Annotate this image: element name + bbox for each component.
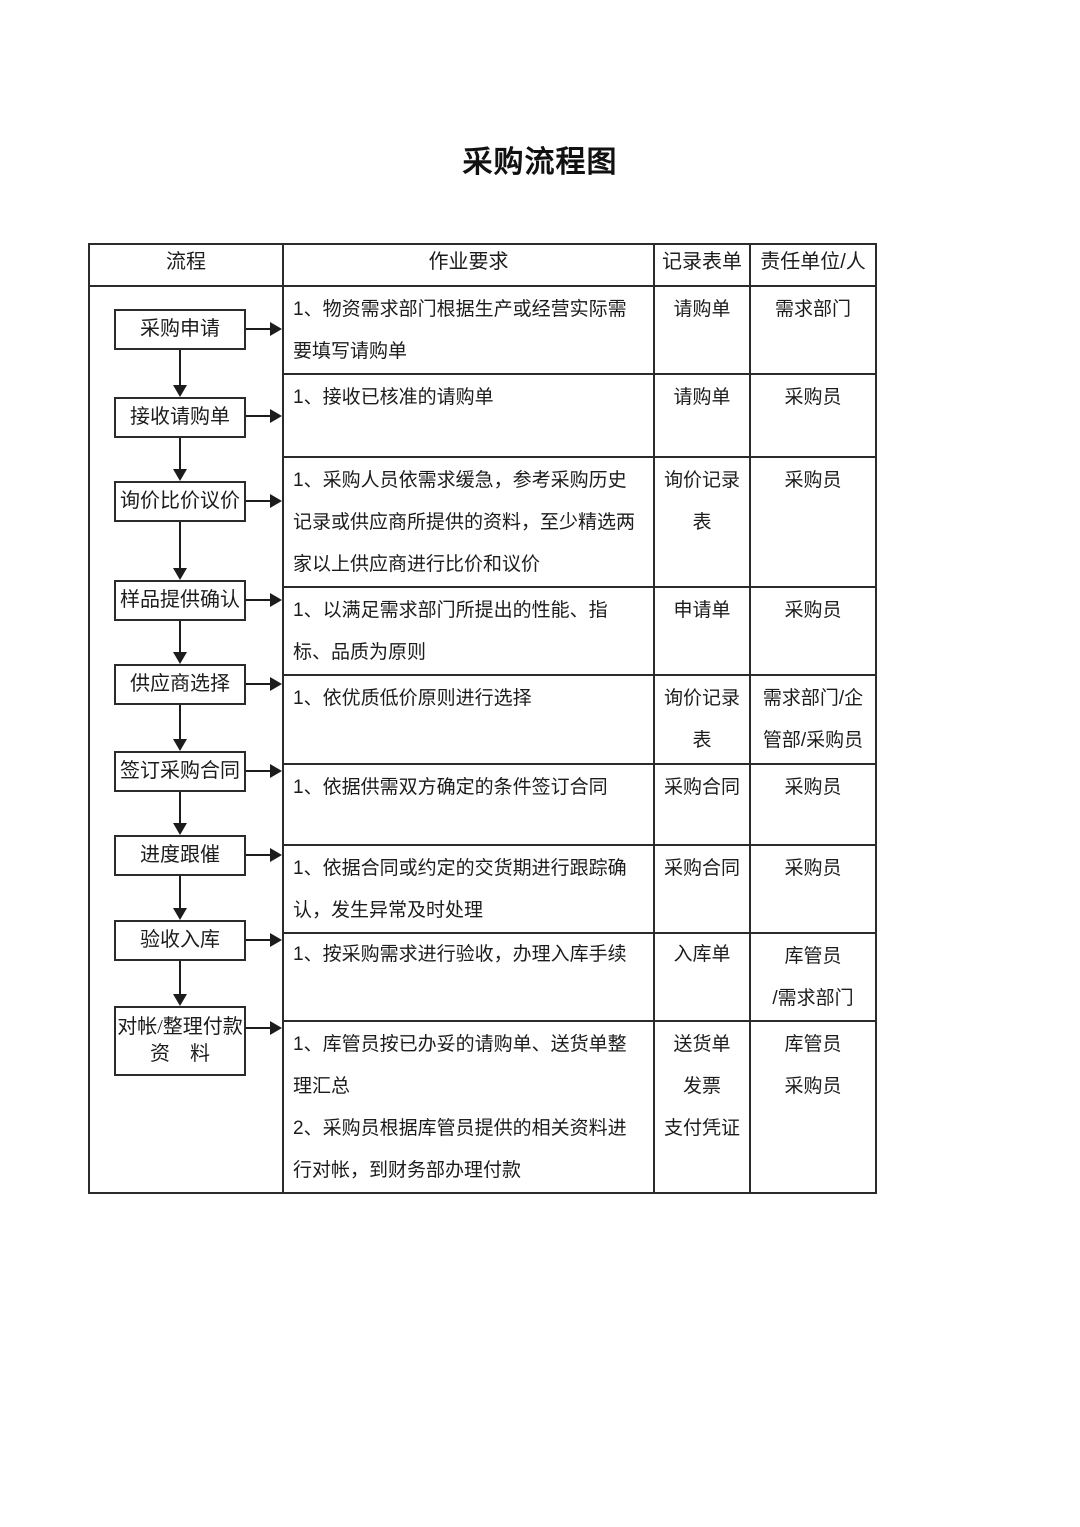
arrow-right-icon [246,848,282,862]
flow-step-box: 样品提供确认 [114,580,246,621]
table-row: 1、库管员按已办妥的请购单、送货单整理汇总 2、采购员根据库管员提供的相关资料进… [89,1020,877,1194]
arrow-right-icon [246,322,282,336]
flow-step-box: 采购申请 [114,309,246,350]
flow-step-box: 进度跟催 [114,835,246,876]
table-row: 1、依据供需双方确定的条件签订合同 采购合同 采购员 [89,763,877,846]
arrow-right-icon [246,593,282,607]
arrow-right-icon [246,409,282,423]
column-header-record: 记录表单 [653,243,751,287]
responsible-cell: 库管员 采购员 [749,1020,877,1194]
arrow-down-icon [173,876,187,920]
arrow-right-icon [246,677,282,691]
record-cell: 入库单 [653,932,751,1022]
column-header-responsible: 责任单位/人 [749,243,877,287]
requirement-cell: 1、依据供需双方确定的条件签订合同 [282,763,655,846]
column-header-requirement: 作业要求 [282,243,655,287]
record-cell: 采购合同 [653,844,751,934]
responsible-cell: 需求部门 [749,285,877,375]
table-row: 1、按采购需求进行验收，办理入库手续 入库单 库管员 /需求部门 [89,932,877,1022]
table-row: 采购申请 接收请购单 询价比价议价 样品提供确认 供应商选择 签订采购合同 进度… [88,285,877,1194]
arrow-down-icon [173,438,187,481]
responsible-cell: 库管员 /需求部门 [749,932,877,1022]
arrow-down-icon [173,621,187,664]
requirement-cell: 1、接收已核准的请购单 [282,373,655,458]
table-row: 1、以满足需求部门所提出的性能、指标、品质为原则 申请单 采购员 [89,586,877,676]
record-cell: 询价记录表 [653,456,751,588]
arrow-right-icon [246,1021,282,1035]
arrow-down-icon [173,350,187,397]
flow-step-box: 对帐/整理付款 资 料 [114,1006,246,1076]
requirement-cell: 1、物资需求部门根据生产或经营实际需要填写请购单 [282,285,655,375]
responsible-cell: 采购员 [749,456,877,588]
record-cell: 请购单 [653,285,751,375]
arrow-down-icon [173,792,187,835]
requirement-cell: 1、库管员按已办妥的请购单、送货单整理汇总 2、采购员根据库管员提供的相关资料进… [282,1020,655,1194]
arrow-down-icon [173,961,187,1006]
arrow-right-icon [246,764,282,778]
header-row: 流程 作业要求 记录表单 责任单位/人 [88,243,877,287]
requirement-cell: 1、采购人员依需求缓急，参考采购历史记录或供应商所提供的资料，至少精选两家以上供… [282,456,655,588]
record-cell: 申请单 [653,586,751,676]
record-cell: 送货单 发票 支付凭证 [653,1020,751,1194]
flowchart-cell: 采购申请 接收请购单 询价比价议价 样品提供确认 供应商选择 签订采购合同 进度… [88,285,284,1194]
flow-step-box: 验收入库 [114,920,246,961]
flow-step-box: 签订采购合同 [114,751,246,792]
responsible-cell: 采购员 [749,763,877,846]
table-row: 1、依优质低价原则进行选择 询价记录表 需求部门/企管部/采购员 [89,674,877,765]
responsible-cell: 采购员 [749,373,877,458]
arrow-right-icon [246,933,282,947]
record-cell: 询价记录表 [653,674,751,765]
responsible-cell: 采购员 [749,586,877,676]
page-title: 采购流程图 [462,146,618,179]
responsible-cell: 需求部门/企管部/采购员 [749,674,877,765]
responsible-cell: 采购员 [749,844,877,934]
requirement-cell: 1、以满足需求部门所提出的性能、指标、品质为原则 [282,586,655,676]
arrow-right-icon [246,494,282,508]
flow-step-box: 供应商选择 [114,664,246,705]
requirement-cell: 1、按采购需求进行验收，办理入库手续 [282,932,655,1022]
record-cell: 请购单 [653,373,751,458]
flow-step-box: 询价比价议价 [114,481,246,522]
table-row: 1、接收已核准的请购单 请购单 采购员 [89,373,877,458]
procurement-table: 流程 作业要求 记录表单 责任单位/人 采购申请 接收请购单 询价比价议价 样品… [88,243,877,1194]
record-cell: 采购合同 [653,763,751,846]
table-row: 1、采购人员依需求缓急，参考采购历史记录或供应商所提供的资料，至少精选两家以上供… [89,456,877,588]
table-row: 1、依据合同或约定的交货期进行跟踪确认，发生异常及时处理 采购合同 采购员 [89,844,877,934]
arrow-down-icon [173,705,187,751]
column-header-process: 流程 [88,243,284,287]
flow-step-box: 接收请购单 [114,397,246,438]
arrow-down-icon [173,522,187,580]
requirement-cell: 1、依据合同或约定的交货期进行跟踪确认，发生异常及时处理 [282,844,655,934]
requirement-cell: 1、依优质低价原则进行选择 [282,674,655,765]
